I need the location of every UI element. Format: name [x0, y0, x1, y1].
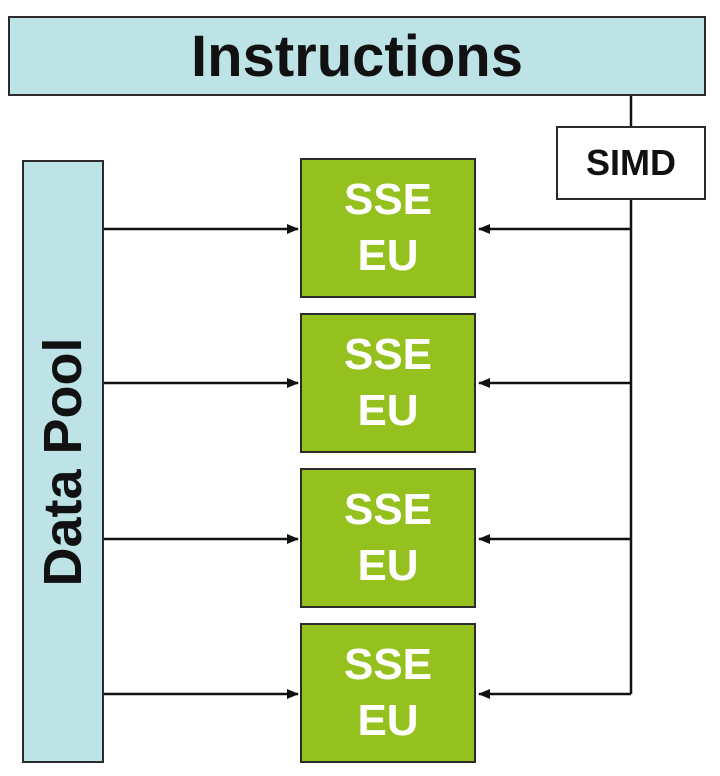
sse-eu-line1: SSE: [343, 485, 433, 534]
data-pool-box: Data Pool: [22, 160, 104, 763]
simd-label: SIMD: [586, 142, 676, 183]
simd-box: SIMD: [556, 126, 706, 200]
sse-eu-box-1: SSE EU: [300, 158, 476, 298]
sse-eu-line1: SSE: [343, 175, 433, 224]
sse-eu-box-4: SSE EU: [300, 623, 476, 763]
sse-eu-line2: EU: [357, 541, 419, 590]
sse-eu-line1: SSE: [343, 330, 433, 379]
sse-eu-line2: EU: [357, 696, 419, 745]
sse-eu-line2: EU: [357, 386, 419, 435]
data-pool-label: Data Pool: [33, 336, 93, 587]
sse-eu-line2: EU: [357, 231, 419, 280]
instructions-box: Instructions: [8, 16, 706, 96]
instructions-label: Instructions: [191, 23, 523, 89]
sse-eu-line1: SSE: [343, 640, 433, 689]
sse-eu-box-2: SSE EU: [300, 313, 476, 453]
sse-eu-box-3: SSE EU: [300, 468, 476, 608]
